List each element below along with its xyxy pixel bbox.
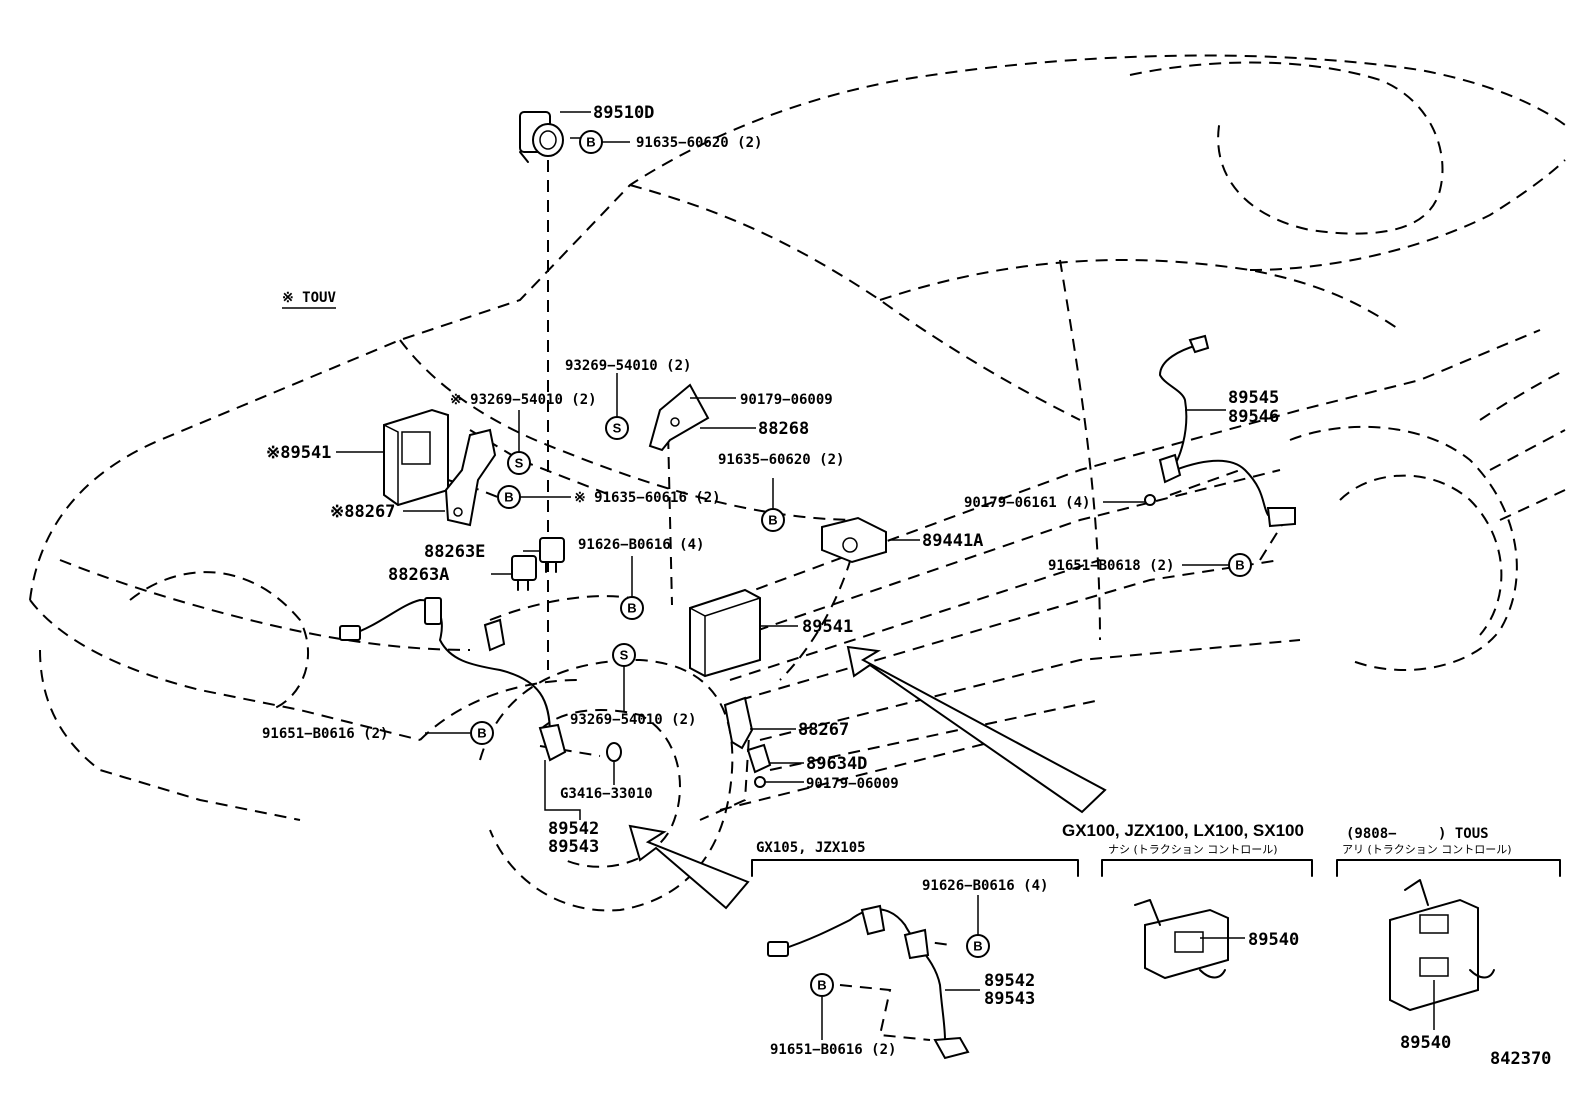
label-91651-B0616-left: 91651−B0616 (2) <box>262 726 388 742</box>
caption-without-traction-control: ナシ (トラクション コントロール) <box>1108 843 1278 856</box>
bolt-symbol: B <box>761 508 785 532</box>
part-inset-ecu-right <box>1389 879 1495 1012</box>
bolt-symbol: B <box>810 973 834 997</box>
svg-text:B: B <box>768 513 777 528</box>
part-89541-center-ecu <box>689 588 761 678</box>
part-front-speed-sensor <box>339 597 622 762</box>
leader-arrows <box>628 645 1107 910</box>
screw-symbol: S <box>605 416 629 440</box>
arrow-to-inset <box>628 824 750 910</box>
label-88263E: 88263E <box>424 542 485 562</box>
label-91635-60620-top: 91635−60620 (2) <box>636 135 762 151</box>
label-89545: 89545 <box>1228 388 1279 408</box>
label-89441A: 89441A <box>922 531 983 551</box>
caption-with-traction-control: アリ (トラクション コントロール) <box>1342 843 1512 856</box>
part-relays <box>511 537 565 591</box>
svg-text:B: B <box>817 978 826 993</box>
label-88268: 88268 <box>758 419 809 439</box>
label-88267-center: 88267 <box>798 720 849 740</box>
label-91635-60616: ※ 91635−60616 (2) <box>574 490 721 506</box>
part-89441A-sensor <box>821 516 887 564</box>
label-88263A: 88263A <box>388 565 449 585</box>
label-89634D: 89634D <box>806 754 867 774</box>
screw-symbol: S <box>612 643 636 667</box>
svg-text:B: B <box>586 135 595 150</box>
bolt-symbol: B <box>497 485 521 509</box>
bolt-symbol: B <box>966 934 990 958</box>
label-89541-center: 89541 <box>802 617 853 637</box>
svg-text:B: B <box>1235 558 1244 573</box>
part-89510D <box>519 111 564 163</box>
part-88268-bracket <box>648 383 710 452</box>
touv-note: ※ TOUV <box>282 290 336 306</box>
inset-title-models: GX100, JZX100, LX100, SX100 <box>1062 821 1304 840</box>
symbol-circles: B S S B B B B S B B B <box>470 130 1252 997</box>
label-90179-06009-low: 90179−06009 <box>806 776 899 792</box>
car-outline <box>29 54 1566 912</box>
arrow-to-89541 <box>846 645 1107 814</box>
label-89543-inset: 89543 <box>984 989 1035 1009</box>
figure-id: 842370 <box>1490 1049 1551 1069</box>
label-93269-54010-low: 93269−54010 (2) <box>570 712 696 728</box>
inset-frames <box>751 859 1561 877</box>
screw-symbol: S <box>507 451 531 475</box>
label-93269-54010-left: ※ 93269−54010 (2) <box>450 392 597 408</box>
label-93269-54010-mid: 93269−54010 (2) <box>565 358 691 374</box>
bolt-symbol: B <box>620 596 644 620</box>
inset-tous: ) TOUS <box>1438 826 1489 842</box>
svg-text:B: B <box>477 726 486 741</box>
part-rear-speed-sensor <box>1144 334 1296 528</box>
svg-text:B: B <box>627 601 636 616</box>
svg-text:S: S <box>620 648 629 663</box>
label-89510D: 89510D <box>593 103 654 123</box>
label-90179-06161: 90179−06161 (4) <box>964 495 1090 511</box>
label-89541-left: ※89541 <box>266 443 331 463</box>
svg-text:S: S <box>613 421 622 436</box>
label-91651-B0616-inset: 91651−B0616 (2) <box>770 1042 896 1058</box>
label-89543-main: 89543 <box>548 837 599 857</box>
label-91626-B0616-inset: 91626−B0616 (4) <box>922 878 1048 894</box>
svg-text:B: B <box>973 939 982 954</box>
part-88267-center-bracket <box>723 696 772 788</box>
label-G3416: G3416−33010 <box>560 786 653 802</box>
inset-date: (9808− <box>1346 826 1397 842</box>
label-89546: 89546 <box>1228 407 1279 427</box>
leader-lines <box>336 111 1435 1040</box>
part-inset-sensor <box>767 904 970 1060</box>
label-89540-right: 89540 <box>1400 1033 1451 1053</box>
label-89542-main: 89542 <box>548 819 599 839</box>
svg-text:S: S <box>515 456 524 471</box>
callout-labels: ※ TOUV 89510D 91635−60620 (2) 93269−5401… <box>262 103 1551 1069</box>
label-89540-mid: 89540 <box>1248 930 1299 950</box>
label-91626-B0616-mid: 91626−B0616 (4) <box>578 537 704 553</box>
svg-text:B: B <box>504 490 513 505</box>
label-90179-06009-top: 90179−06009 <box>740 392 833 408</box>
part-89541-left-ecu <box>383 408 449 507</box>
part-inset-ecu-mid <box>1134 899 1229 980</box>
label-88267-left: ※88267 <box>330 502 395 522</box>
inset-title-gx105: GX105, JZX105 <box>756 840 866 856</box>
bolt-symbol: B <box>470 721 494 745</box>
part-88267-left-bracket <box>444 428 497 527</box>
label-91635-60620-mid: 91635−60620 (2) <box>718 452 844 468</box>
label-89542-inset: 89542 <box>984 971 1035 991</box>
bolt-symbol: B <box>579 130 603 154</box>
bolt-symbol: B <box>1228 553 1252 577</box>
label-91651-B0618: 91651−B0618 (2) <box>1048 558 1174 574</box>
